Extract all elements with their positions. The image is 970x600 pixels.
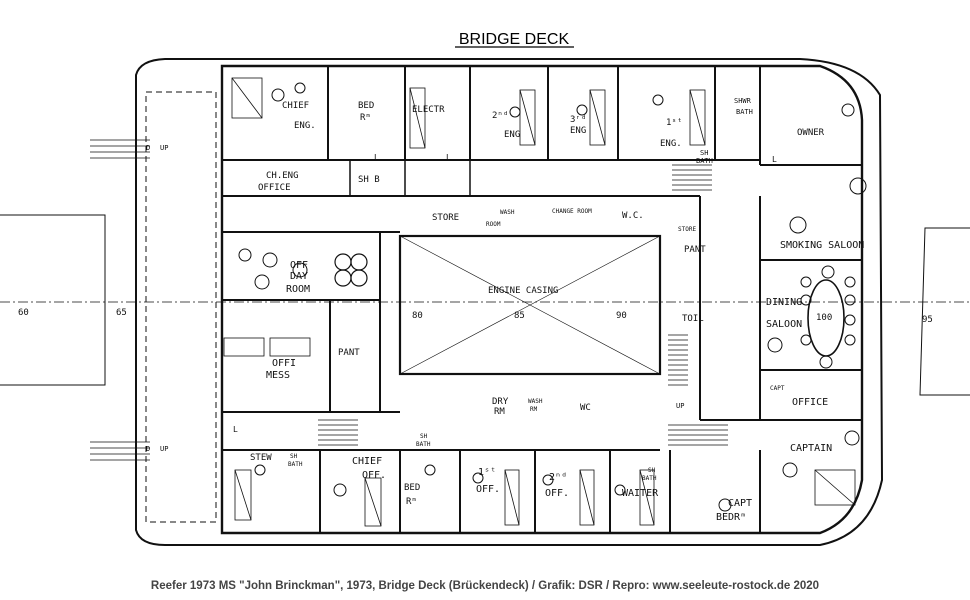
room-owner: OWNER xyxy=(797,128,825,138)
room-wc: W.C. xyxy=(622,211,644,221)
room-engine-casing: ENGINE CASING xyxy=(488,286,558,296)
room-off-day-room-2: DAY xyxy=(290,271,308,282)
room-toil: TOIL xyxy=(682,314,704,324)
deck-walkway xyxy=(145,91,217,523)
marker-up-bottom: UP xyxy=(160,445,168,453)
room-dining-saloon-2: SALOON xyxy=(766,319,802,330)
room-bed-bottom-1: BED xyxy=(404,483,420,493)
hull-outline xyxy=(135,58,884,546)
room-bed-top-1: BED xyxy=(358,101,374,111)
room-bed-top-2: Rᵐ xyxy=(360,113,371,123)
room-1st-eng-2: ENG. xyxy=(660,139,682,149)
room-capt-bedrm-2: BEDRᵐ xyxy=(716,512,746,523)
room-shwr-bath-2: BATH xyxy=(736,108,753,116)
room-2nd-eng-2: ENG xyxy=(504,130,520,140)
room-captain: CAPTAIN xyxy=(790,443,832,454)
room-wash-room-2: ROOM xyxy=(486,221,501,228)
room-sh-b: SH B xyxy=(358,175,380,185)
marker-dn-bottom: D xyxy=(146,445,150,453)
marker-locker-3: L xyxy=(233,425,238,434)
marker-up-top: UP xyxy=(160,144,168,152)
room-sh-bath-b3-2: BATH xyxy=(642,475,657,482)
frame-60: 60 xyxy=(18,308,29,318)
room-bed-bottom-2: Rᵐ xyxy=(406,497,417,507)
marker-locker-2: L xyxy=(446,153,451,162)
room-sh-bath-b2-2: BATH xyxy=(416,441,431,448)
frame-90: 90 xyxy=(616,311,627,321)
room-change-room: CHANGE ROOM xyxy=(552,208,592,215)
room-1st-eng-1: 1ˢᵗ xyxy=(666,118,682,128)
frame-100: 100 xyxy=(816,313,832,323)
image-caption: Reefer 1973 MS "John Brinckman", 1973, B… xyxy=(150,580,820,592)
room-capt-label: CAPT xyxy=(770,385,785,392)
room-cheng-office-2: OFFICE xyxy=(258,183,291,193)
room-2nd-off-2: OFF. xyxy=(545,488,569,499)
room-sh-bath-b2-1: SH xyxy=(420,433,428,440)
room-chief-eng-2: ENG. xyxy=(294,121,316,131)
room-dry-rm-1: DRY xyxy=(492,397,509,407)
room-2nd-eng-1: 2ⁿᵈ xyxy=(492,111,508,121)
room-shwr-bath-1: SHWR xyxy=(734,97,752,105)
room-1st-off-2: OFF. xyxy=(476,484,500,495)
room-chief-off-2: OFF. xyxy=(362,470,386,481)
room-wc2: WC xyxy=(580,403,591,413)
room-waiter: WAITER xyxy=(622,488,659,499)
room-off-day-room-3: ROOM xyxy=(286,284,310,295)
marker-locker-1: L xyxy=(374,153,379,162)
marker-dn-top: D xyxy=(146,144,150,152)
frame-65: 65 xyxy=(116,308,127,318)
room-pant: PANT xyxy=(684,245,706,255)
room-smoking-saloon: SMOKING SALOON xyxy=(780,240,864,251)
room-dry-rm-2: RM xyxy=(494,407,505,417)
room-sh-bath-b1-2: BATH xyxy=(288,461,303,468)
room-chief-off-1: CHIEF xyxy=(352,456,382,467)
room-stew: STEW xyxy=(250,453,272,463)
room-sh-bath-2: BATH xyxy=(696,157,713,165)
room-store: STORE xyxy=(432,213,459,223)
marker-up-right: UP xyxy=(676,402,684,410)
engine-casing xyxy=(398,234,662,376)
room-1st-off-1: 1ˢᵗ xyxy=(478,467,496,478)
room-off-day-room-1: OFF xyxy=(290,260,308,271)
day-room-table xyxy=(334,253,368,287)
frame-95: 95 xyxy=(922,315,933,325)
room-pant-left: PANT xyxy=(338,348,360,358)
room-3rd-eng-1: 3ʳᵈ xyxy=(570,115,586,125)
room-offi-mess-2: MESS xyxy=(266,370,290,381)
room-dining-saloon-1: DINING xyxy=(766,297,802,308)
room-wash-room-1: WASH xyxy=(500,209,515,216)
room-sh-bath-1: SH xyxy=(700,149,708,157)
room-2nd-off-1: 2ⁿᵈ xyxy=(549,472,567,483)
room-chief-eng-1: CHIEF xyxy=(282,101,309,111)
room-capt-bedrm-1: CAPT xyxy=(728,498,752,509)
room-sh-bath-b1-1: SH xyxy=(290,453,298,460)
frame-85: 85 xyxy=(514,311,525,321)
room-wash-rm-1: WASH xyxy=(528,398,543,405)
room-offi-mess-1: OFFI xyxy=(272,358,296,369)
room-cheng-office-1: CH.ENG xyxy=(266,171,299,181)
frame-80: 80 xyxy=(412,311,423,321)
room-sh-bath-b3-1: SH xyxy=(648,467,656,474)
room-electr: ELECTR xyxy=(412,105,445,115)
superstructure-wall xyxy=(220,64,864,535)
room-3rd-eng-2: ENG xyxy=(570,126,586,136)
room-store2: STORE xyxy=(678,226,696,233)
room-office: OFFICE xyxy=(792,397,828,408)
room-wash-rm-2: RM xyxy=(530,406,538,413)
marker-locker-4: L xyxy=(772,155,777,164)
diagram-title: BRIDGE DECK xyxy=(459,31,570,48)
